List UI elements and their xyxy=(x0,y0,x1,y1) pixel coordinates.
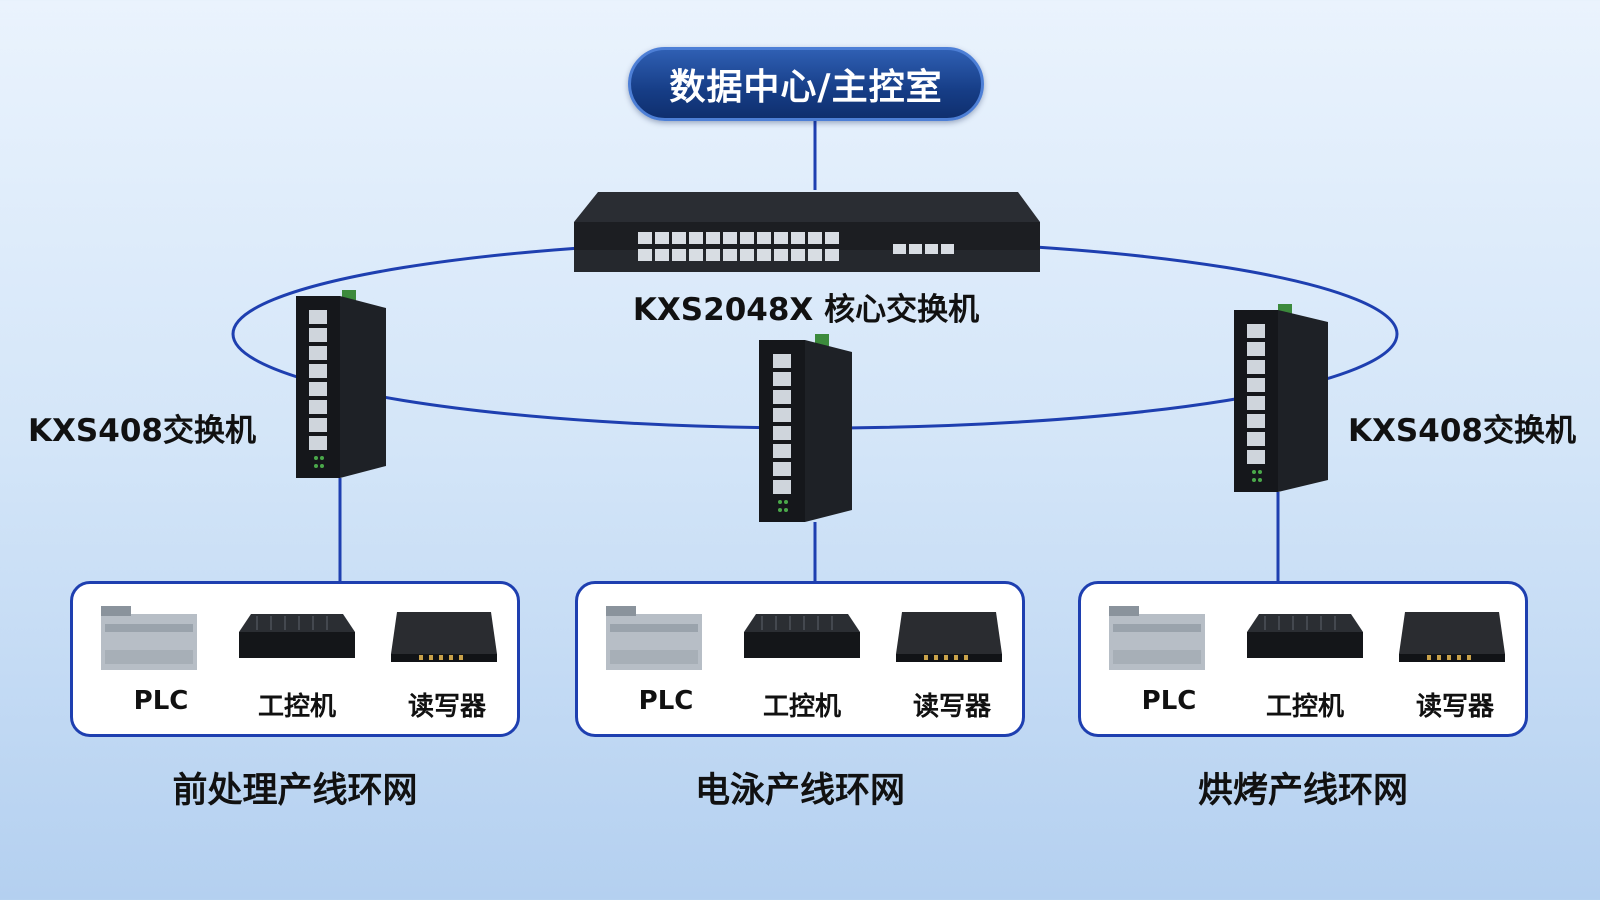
industrial-pc-icon xyxy=(1247,614,1363,658)
reader-icon xyxy=(391,612,497,662)
device-label-ipc: 工控机 xyxy=(257,692,336,722)
access-switch-2-icon xyxy=(759,334,852,522)
device-label-plc: PLC xyxy=(133,686,189,716)
plc-icon xyxy=(1109,606,1205,670)
network-box-3: PLC 工控机 读写器 xyxy=(1078,581,1528,737)
device-label-plc: PLC xyxy=(1141,686,1197,716)
device-label-reader: 读写器 xyxy=(407,692,486,722)
device-label-plc: PLC xyxy=(638,686,694,716)
access-switch-1-icon xyxy=(296,290,386,478)
industrial-pc-icon xyxy=(239,614,355,658)
device-label-reader: 读写器 xyxy=(1415,692,1494,722)
plc-icon xyxy=(606,606,702,670)
network-box-1: PLC 工控机 读写器 xyxy=(70,581,520,737)
network-3-name: 烘烤产线环网 xyxy=(1197,771,1408,811)
title-pill: 数据中心/主控室 xyxy=(628,47,984,121)
core-switch-label: KXS2048X 核心交换机 xyxy=(632,292,980,328)
access-switch-3-label: KXS408交换机 xyxy=(1348,413,1576,449)
device-label-ipc: 工控机 xyxy=(1265,692,1344,722)
plc-icon xyxy=(101,606,197,670)
network-box-2: PLC 工控机 读写器 xyxy=(575,581,1025,737)
network-2-name: 电泳产线环网 xyxy=(694,771,905,811)
device-label-reader: 读写器 xyxy=(912,692,991,722)
title-text: 数据中心/主控室 xyxy=(669,67,943,108)
industrial-pc-icon xyxy=(744,614,860,658)
network-1-name: 前处理产线环网 xyxy=(172,771,418,811)
device-label-ipc: 工控机 xyxy=(762,692,841,722)
reader-icon xyxy=(896,612,1002,662)
access-switch-3-icon xyxy=(1234,304,1328,492)
access-switch-1-label: KXS408交换机 xyxy=(28,413,256,449)
core-switch-icon xyxy=(574,192,1040,272)
reader-icon xyxy=(1399,612,1505,662)
